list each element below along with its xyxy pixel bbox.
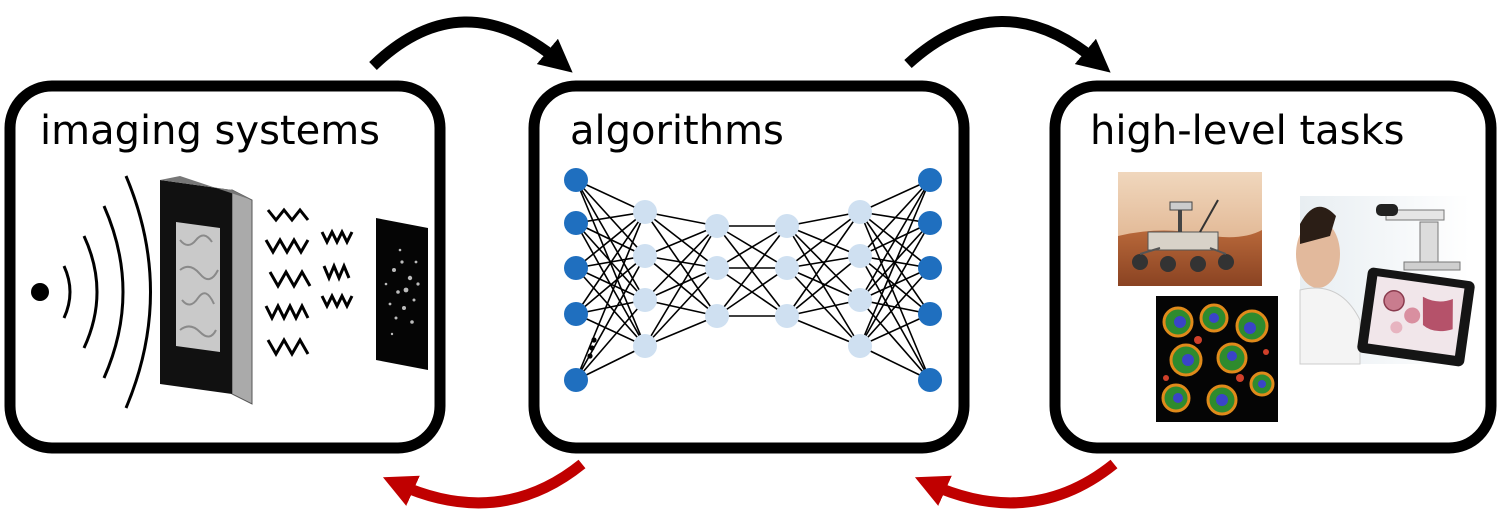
hidden-node xyxy=(848,334,872,358)
nn-edge xyxy=(716,225,788,317)
nn-edge xyxy=(644,315,718,347)
output-node xyxy=(918,256,942,280)
nn-edge xyxy=(575,211,646,381)
nn-edge xyxy=(786,267,861,301)
cell-microscopy-photo xyxy=(1156,296,1278,422)
panel-title: high-level tasks xyxy=(1090,108,1405,154)
input-node xyxy=(564,302,588,326)
nn-edge xyxy=(786,211,861,269)
speckle-image-icon xyxy=(376,218,428,370)
hidden-node xyxy=(633,244,657,268)
nn-edge xyxy=(644,211,718,227)
nn-edge xyxy=(575,211,646,269)
nn-edge xyxy=(859,222,931,347)
panel-algorithms: algorithms xyxy=(528,80,970,454)
nn-edge xyxy=(575,313,646,347)
input-node xyxy=(564,256,588,280)
nn-edge xyxy=(575,299,646,381)
forward-arrow-2 xyxy=(904,16,1111,73)
hidden-node xyxy=(848,288,872,312)
panel-imaging-systems: imaging systems xyxy=(4,80,446,454)
feedback-arrow-2 xyxy=(914,459,1118,509)
nn-edge xyxy=(644,225,718,347)
feedback-arrow-1 xyxy=(382,459,586,509)
nn-edge xyxy=(859,299,931,381)
nn-edge xyxy=(575,255,646,315)
panel-title: imaging systems xyxy=(40,108,380,154)
nn-edge xyxy=(786,211,861,317)
nn-edge xyxy=(859,345,931,381)
nn-edge xyxy=(644,267,718,347)
input-node xyxy=(564,211,588,235)
nn-edge xyxy=(644,267,718,301)
nn-edge xyxy=(575,255,646,381)
scattering-medium-icon xyxy=(160,176,253,405)
hidden-node xyxy=(775,256,799,280)
nn-edge xyxy=(786,315,861,347)
nn-edge xyxy=(716,225,788,269)
hidden-node xyxy=(705,256,729,280)
output-node xyxy=(918,168,942,192)
neural-network-icon xyxy=(564,168,942,392)
input-node xyxy=(564,368,588,392)
wave-propagation-icon xyxy=(31,175,428,409)
nn-edge xyxy=(859,179,931,301)
nn-edge xyxy=(575,179,646,213)
nn-edge xyxy=(786,255,861,317)
nn-edge xyxy=(786,255,861,269)
nn-edge xyxy=(644,225,718,301)
nn-edge xyxy=(716,267,788,317)
nn-edge xyxy=(859,255,931,381)
ellipsis-dot xyxy=(589,345,595,351)
forward-arrow-1 xyxy=(369,16,573,73)
nn-edge xyxy=(859,313,931,347)
panel-high-level-tasks: high-level tasks xyxy=(1049,80,1497,454)
nn-edge xyxy=(786,299,861,317)
hidden-node xyxy=(705,304,729,328)
hidden-node xyxy=(848,244,872,268)
hidden-node xyxy=(848,200,872,224)
nn-edge xyxy=(644,225,718,257)
application-photos-icon xyxy=(1118,172,1475,422)
panel-title: algorithms xyxy=(570,108,784,154)
hidden-node xyxy=(633,200,657,224)
ellipsis-dot xyxy=(587,353,593,359)
output-node xyxy=(918,211,942,235)
output-node xyxy=(918,302,942,326)
hidden-node xyxy=(775,304,799,328)
hidden-node xyxy=(633,334,657,358)
output-node xyxy=(918,368,942,392)
hidden-node xyxy=(775,214,799,238)
nn-edge xyxy=(786,211,861,227)
nn-edge xyxy=(859,267,931,347)
point-source-icon xyxy=(31,283,49,301)
mars-rover-photo xyxy=(1118,172,1262,286)
nn-edge xyxy=(859,179,931,213)
nn-edge xyxy=(859,179,931,257)
hidden-node xyxy=(705,214,729,238)
microscope-tablet-photo xyxy=(1296,196,1475,367)
input-node xyxy=(564,168,588,192)
hidden-node xyxy=(633,288,657,312)
nn-edge xyxy=(644,211,718,269)
nn-edge xyxy=(859,179,931,347)
nn-edge xyxy=(575,345,646,381)
nn-edge xyxy=(786,267,861,347)
nn-edge xyxy=(859,211,931,381)
ellipsis-dot xyxy=(591,337,597,343)
nn-edge xyxy=(575,211,646,315)
